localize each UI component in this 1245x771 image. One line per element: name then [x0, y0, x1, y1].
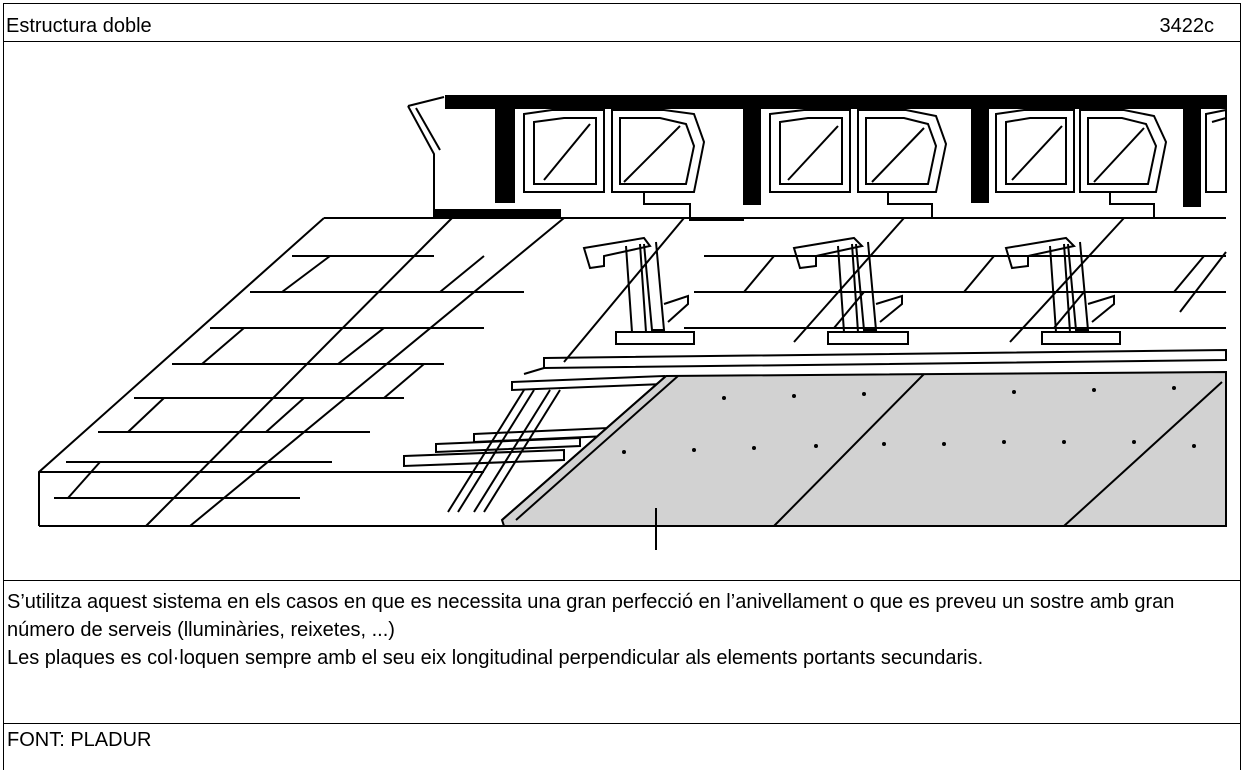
channels	[403, 348, 1227, 513]
description-row: S’utilitza aquest sistema en els casos e…	[4, 581, 1240, 724]
source-row: FONT: PLADUR	[4, 724, 1240, 771]
header-row: Estructura doble 3422c	[4, 4, 1240, 42]
document-sheet: Estructura doble 3422c	[3, 3, 1241, 770]
hangers	[582, 236, 1121, 345]
ceiling-plane	[38, 217, 1227, 527]
source-label: FONT: PLADUR	[7, 729, 152, 751]
suspended-ceiling-drawing	[38, 95, 1227, 550]
description-paragraph-1: S’utilitza aquest sistema en els casos e…	[7, 591, 1175, 641]
description-paragraph-2: Les plaques es col·loquen sempre amb el …	[7, 647, 984, 669]
slab-section	[407, 95, 1227, 221]
figure-panel	[4, 42, 1240, 581]
sheet-code: 3422c	[1159, 15, 1215, 37]
plasterboard	[500, 370, 1227, 527]
sheet-title: Estructura doble	[6, 15, 152, 37]
